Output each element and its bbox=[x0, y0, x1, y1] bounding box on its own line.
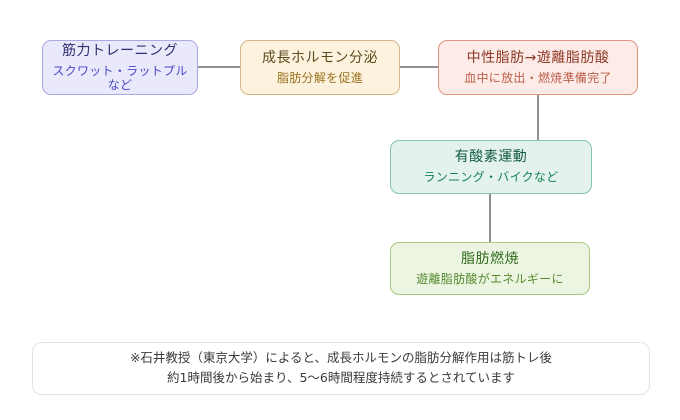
node-triglyceride-to-free-fatty-acid: 中性脂肪→遊離脂肪酸 血中に放出・燃焼準備完了 bbox=[438, 40, 638, 95]
node-growth-hormone-secretion: 成長ホルモン分泌 脂肪分解を促進 bbox=[240, 40, 400, 95]
node-aerobic-exercise: 有酸素運動 ランニング・バイクなど bbox=[390, 140, 592, 194]
node-subtitle: スクワット・ラットプルなど bbox=[52, 63, 188, 92]
footnote-line-1: ※石井教授（東京大学）によると、成長ホルモンの脂肪分解作用は筋トレ後 bbox=[129, 350, 553, 366]
footnote-box: ※石井教授（東京大学）によると、成長ホルモンの脂肪分解作用は筋トレ後 約1時間後… bbox=[32, 342, 650, 395]
node-subtitle: 遊離脂肪酸がエネルギーに bbox=[416, 271, 564, 286]
node-fat-burning: 脂肪燃焼 遊離脂肪酸がエネルギーに bbox=[390, 242, 590, 295]
node-title: 成長ホルモン分泌 bbox=[262, 49, 378, 66]
node-strength-training: 筋力トレーニング スクワット・ラットプルなど bbox=[42, 40, 198, 95]
node-subtitle: 脂肪分解を促進 bbox=[276, 70, 364, 85]
node-title: 有酸素運動 bbox=[454, 149, 528, 166]
node-title: 中性脂肪→遊離脂肪酸 bbox=[466, 49, 610, 66]
edge-strength-to-hormone bbox=[198, 66, 240, 68]
edge-fattyacid-to-aerobic bbox=[537, 95, 539, 140]
node-subtitle: ランニング・バイクなど bbox=[423, 170, 559, 185]
edge-hormone-to-fattyacid bbox=[400, 66, 438, 68]
node-subtitle: 血中に放出・燃焼準備完了 bbox=[464, 70, 612, 85]
node-title: 筋力トレーニング bbox=[62, 42, 178, 59]
node-title: 脂肪燃焼 bbox=[461, 250, 519, 267]
footnote-line-2: 約1時間後から始まり、5～6時間程度持続するとされています bbox=[167, 370, 515, 385]
edge-aerobic-to-burning bbox=[489, 194, 491, 242]
